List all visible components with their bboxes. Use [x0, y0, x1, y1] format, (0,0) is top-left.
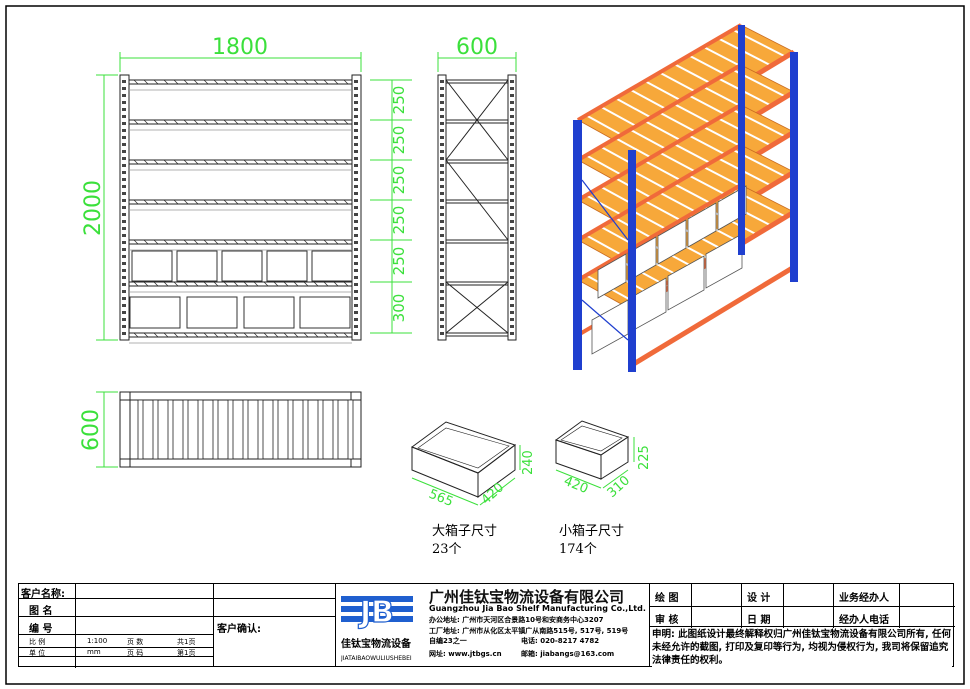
large-box-dim-1: 565	[427, 487, 456, 510]
page-label: 页 码	[127, 649, 144, 657]
front-width-label: 1800	[212, 35, 268, 60]
website: 网址: www.jtbgs.cn	[429, 650, 502, 658]
side-view	[437, 74, 517, 341]
large-box-drawing	[410, 421, 517, 498]
logo-cn: 佳钛宝物流设备	[341, 639, 411, 650]
level-6-label: 300	[390, 294, 408, 323]
design-label: 设 计	[747, 593, 771, 604]
email: 邮箱: jiabangs@163.com	[521, 650, 615, 658]
front-dimensions	[96, 52, 362, 341]
customer-confirm-label: 客户确认:	[217, 624, 261, 635]
page-value: 第1页	[177, 649, 196, 657]
sales-label: 业务经办人	[839, 593, 889, 604]
small-box-caption: 小箱子尺寸	[559, 523, 624, 539]
date-label: 日 期	[747, 615, 771, 626]
drawing-border	[5, 5, 965, 685]
small-box-count: 174个	[559, 542, 597, 557]
svg-text:JB: JB	[358, 595, 394, 630]
logo-pinyin: JIATAIBAOWULIUSHEBEI	[341, 655, 412, 662]
large-box-dim-3: 240	[521, 450, 536, 475]
company-name-en: Guangzhou Jia Bao Shelf Manufacturing Co…	[429, 604, 646, 613]
iso-upright-back-left	[738, 25, 745, 255]
level-1-label: 250	[390, 86, 408, 115]
small-box-drawing	[554, 420, 630, 480]
factory-address: 工厂地址: 广州市从化区太平镇广从南路515号, 517号, 519号	[429, 627, 629, 635]
review-label: 审 核	[655, 615, 679, 626]
front-view	[119, 74, 362, 344]
large-box-dim-2: 420	[479, 480, 507, 508]
level-2-label: 250	[390, 126, 408, 155]
unit-value: mm	[87, 648, 101, 656]
large-box-caption: 大箱子尺寸	[432, 523, 497, 539]
draw-label: 绘 图	[655, 593, 679, 604]
side-depth-label: 600	[456, 35, 498, 60]
copyright-statement: 申明: 此图纸设计最终解释权归广州佳钛宝物流设备有限公司所有, 任何未经允许的截…	[652, 628, 952, 668]
pages-label: 页 数	[127, 638, 144, 646]
iso-upright-front-mid	[628, 150, 636, 372]
office-address: 办公地址: 广州市天河区合景路10号和安商务中心3207	[429, 616, 604, 624]
iso-upright-front-left	[573, 120, 582, 370]
customer-name-label: 客户名称:	[21, 589, 65, 600]
level-3-label: 250	[390, 166, 408, 195]
front-height-label: 2000	[81, 180, 106, 236]
number-label: 编 号	[29, 624, 53, 635]
scale-value: 1:100	[87, 637, 108, 645]
phone: 电话: 020-8217 4782	[521, 637, 600, 645]
title-block: 客户名称: 图 名 编 号 比 例 1:100 页 数 共1页 单 位 mm 页…	[18, 583, 955, 668]
company-name-cn: 广州佳钛宝物流设备有限公司	[429, 588, 625, 606]
isometric-rack	[573, 23, 798, 372]
sales-phone-label: 经办人电话	[839, 615, 889, 626]
small-box-dim-3: 225	[637, 445, 652, 470]
small-box-dim-2: 310	[605, 473, 633, 501]
unit-label: 单 位	[29, 649, 46, 657]
top-depth-label: 600	[79, 409, 104, 451]
factory-address-2: 自编23之一	[429, 637, 467, 645]
scale-label: 比 例	[29, 638, 46, 646]
level-4-label: 250	[390, 206, 408, 235]
top-view	[119, 391, 362, 468]
pages-value: 共1页	[177, 638, 196, 646]
level-5-label: 250	[390, 247, 408, 276]
drawing-name-label: 图 名	[29, 606, 53, 617]
large-box-count: 23个	[432, 542, 462, 557]
small-box-dim-1: 420	[562, 474, 591, 497]
company-logo: JB	[341, 592, 413, 632]
iso-upright-back-right	[790, 52, 798, 282]
